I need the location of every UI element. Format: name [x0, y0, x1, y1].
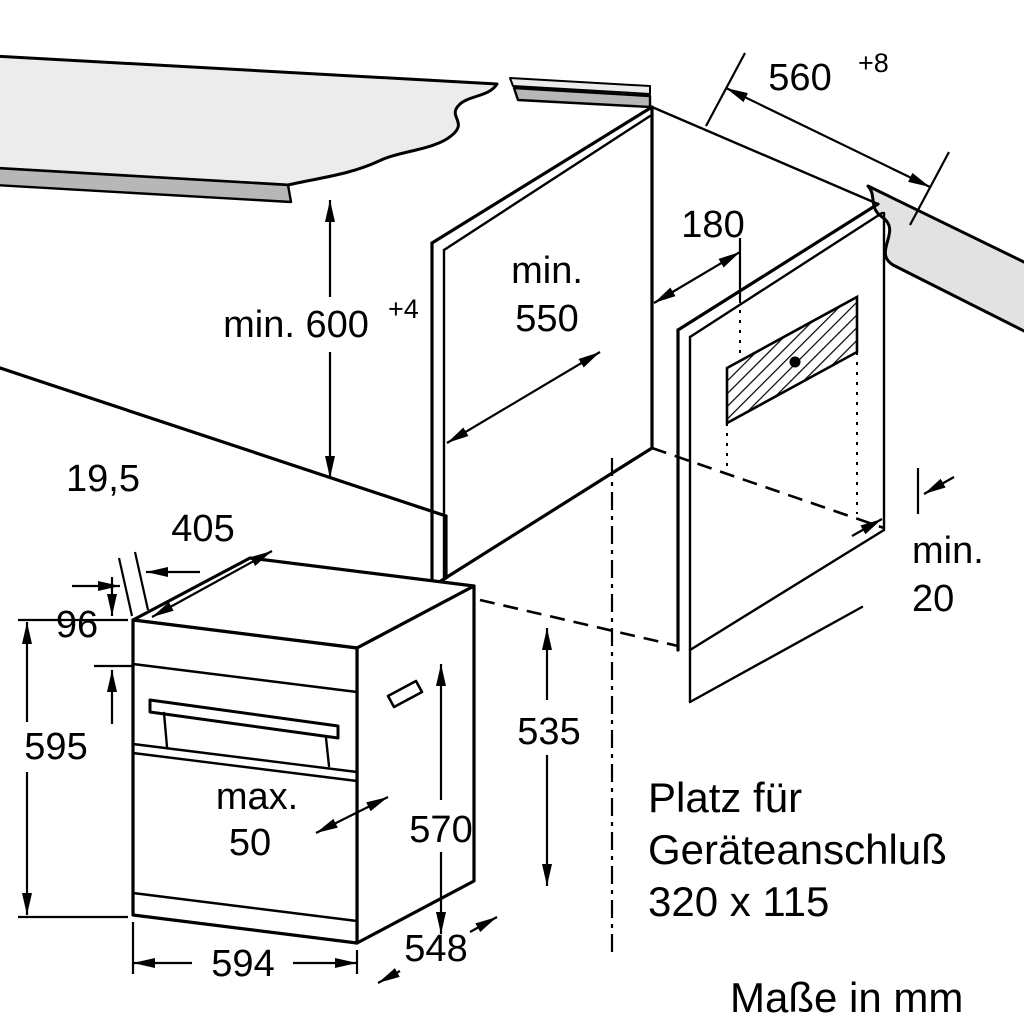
- dim-570-label: 570: [409, 809, 472, 851]
- units-note: Maße in mm: [730, 974, 963, 1021]
- connection-area: [725, 294, 859, 514]
- dim-548: 548: [377, 916, 498, 984]
- connection-note-line-2: Geräteanschluß: [648, 826, 947, 873]
- dim-600: min. 600 +4: [223, 200, 419, 478]
- connection-note-line-3: 320 x 115: [648, 878, 829, 925]
- connection-point: [789, 356, 801, 368]
- oven-right-face: [355, 584, 476, 945]
- dim-595-label: 595: [24, 726, 87, 768]
- dim-570: 570: [409, 664, 473, 934]
- connection-note-line-1: Platz für: [648, 774, 802, 821]
- dim-600-tolerance: +4: [388, 294, 419, 324]
- dim-594: 594: [131, 922, 359, 985]
- dim-max-50-label-2: 50: [229, 822, 271, 864]
- floor-lines: [0, 366, 885, 648]
- countertop: [0, 54, 652, 204]
- dim-19-5: 19,5: [66, 458, 200, 617]
- dim-405-label: 405: [171, 508, 234, 550]
- dim-535: 535: [517, 628, 581, 886]
- dim-550-label-1: min.: [511, 250, 583, 292]
- oven-front-face: [131, 618, 359, 945]
- dim-max-50: max. 50: [216, 776, 389, 864]
- dim-20: min. 20: [851, 468, 984, 620]
- dim-535-label: 535: [517, 711, 580, 753]
- dim-595: 595: [18, 618, 128, 919]
- oven-handle: [148, 698, 340, 740]
- dim-max-50-label-1: max.: [216, 776, 298, 818]
- dim-180-label: 180: [681, 204, 744, 246]
- side-panel: [676, 202, 886, 704]
- oven-side-vent: [386, 679, 424, 709]
- dim-96-label: 96: [56, 604, 98, 646]
- dim-19-5-label: 19,5: [66, 458, 140, 500]
- dim-560: 560 +8: [705, 48, 950, 226]
- countertop-edge-left: [0, 167, 293, 204]
- dim-20-label-1: min.: [912, 530, 984, 572]
- dim-600-label: min. 600: [223, 304, 369, 346]
- countertop-surface-left: [0, 54, 499, 187]
- oven: [131, 556, 476, 945]
- cabinet-niche: [430, 105, 880, 586]
- dim-560-tolerance: +8: [858, 48, 889, 78]
- connection-note: Platz für Geräteanschluß 320 x 115: [648, 774, 947, 925]
- dim-548-label: 548: [404, 928, 467, 970]
- countertop-surface-right: [509, 77, 651, 95]
- dim-20-label-2: 20: [912, 578, 954, 620]
- dim-405: 405: [151, 508, 273, 618]
- dim-594-label: 594: [211, 943, 274, 985]
- dim-560-label: 560: [768, 57, 831, 99]
- dim-96: 96: [56, 577, 133, 724]
- rear-wall: [866, 184, 1024, 333]
- dim-180: 180: [653, 204, 745, 358]
- dim-550-label-2: 550: [515, 298, 578, 340]
- dim-550: min. 550: [446, 250, 601, 444]
